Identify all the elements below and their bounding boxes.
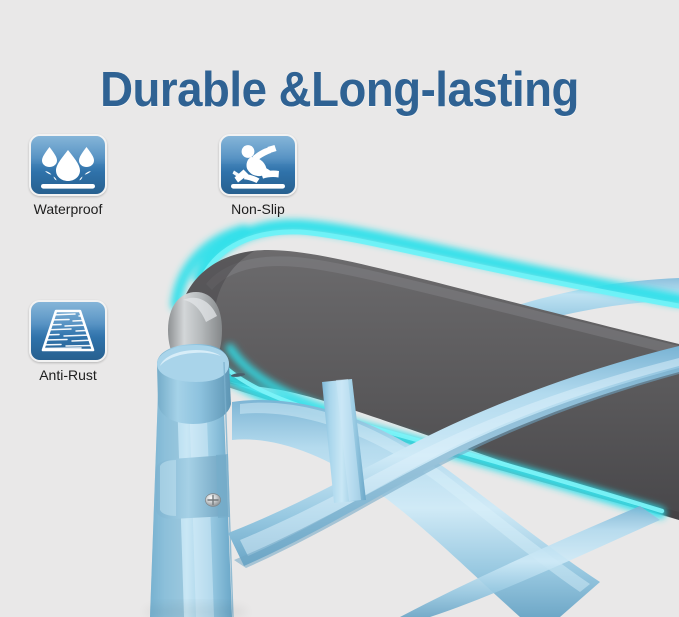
waterproof-label: Waterproof xyxy=(33,201,103,217)
cyan-glow-top-core xyxy=(200,229,679,309)
page-title: Durable &Long-lasting xyxy=(100,63,579,117)
antirust-label: Anti-Rust xyxy=(39,367,97,383)
nonslip-label: Non-Slip xyxy=(231,201,285,217)
frame-vertical-strut xyxy=(322,379,366,503)
waterproof-tile xyxy=(29,134,107,196)
curved-frame-tube-lower xyxy=(228,346,679,568)
feature-badge-antirust: Anti-Rust xyxy=(22,300,114,383)
cyan-glow-top xyxy=(170,219,679,311)
water-drops-icon xyxy=(41,147,95,189)
feature-badge-waterproof: Waterproof xyxy=(22,134,114,217)
slip-and-fall-icon xyxy=(231,145,285,189)
brushed-metal-plate-icon xyxy=(41,309,95,352)
front-vertical-post xyxy=(150,344,245,617)
frame-lower-right-tube xyxy=(400,506,660,617)
feature-badge-nonslip: Non-Slip xyxy=(212,134,304,217)
antirust-tile xyxy=(29,300,107,362)
curved-frame-tube-upper xyxy=(232,399,600,617)
nonslip-tile xyxy=(219,134,297,196)
